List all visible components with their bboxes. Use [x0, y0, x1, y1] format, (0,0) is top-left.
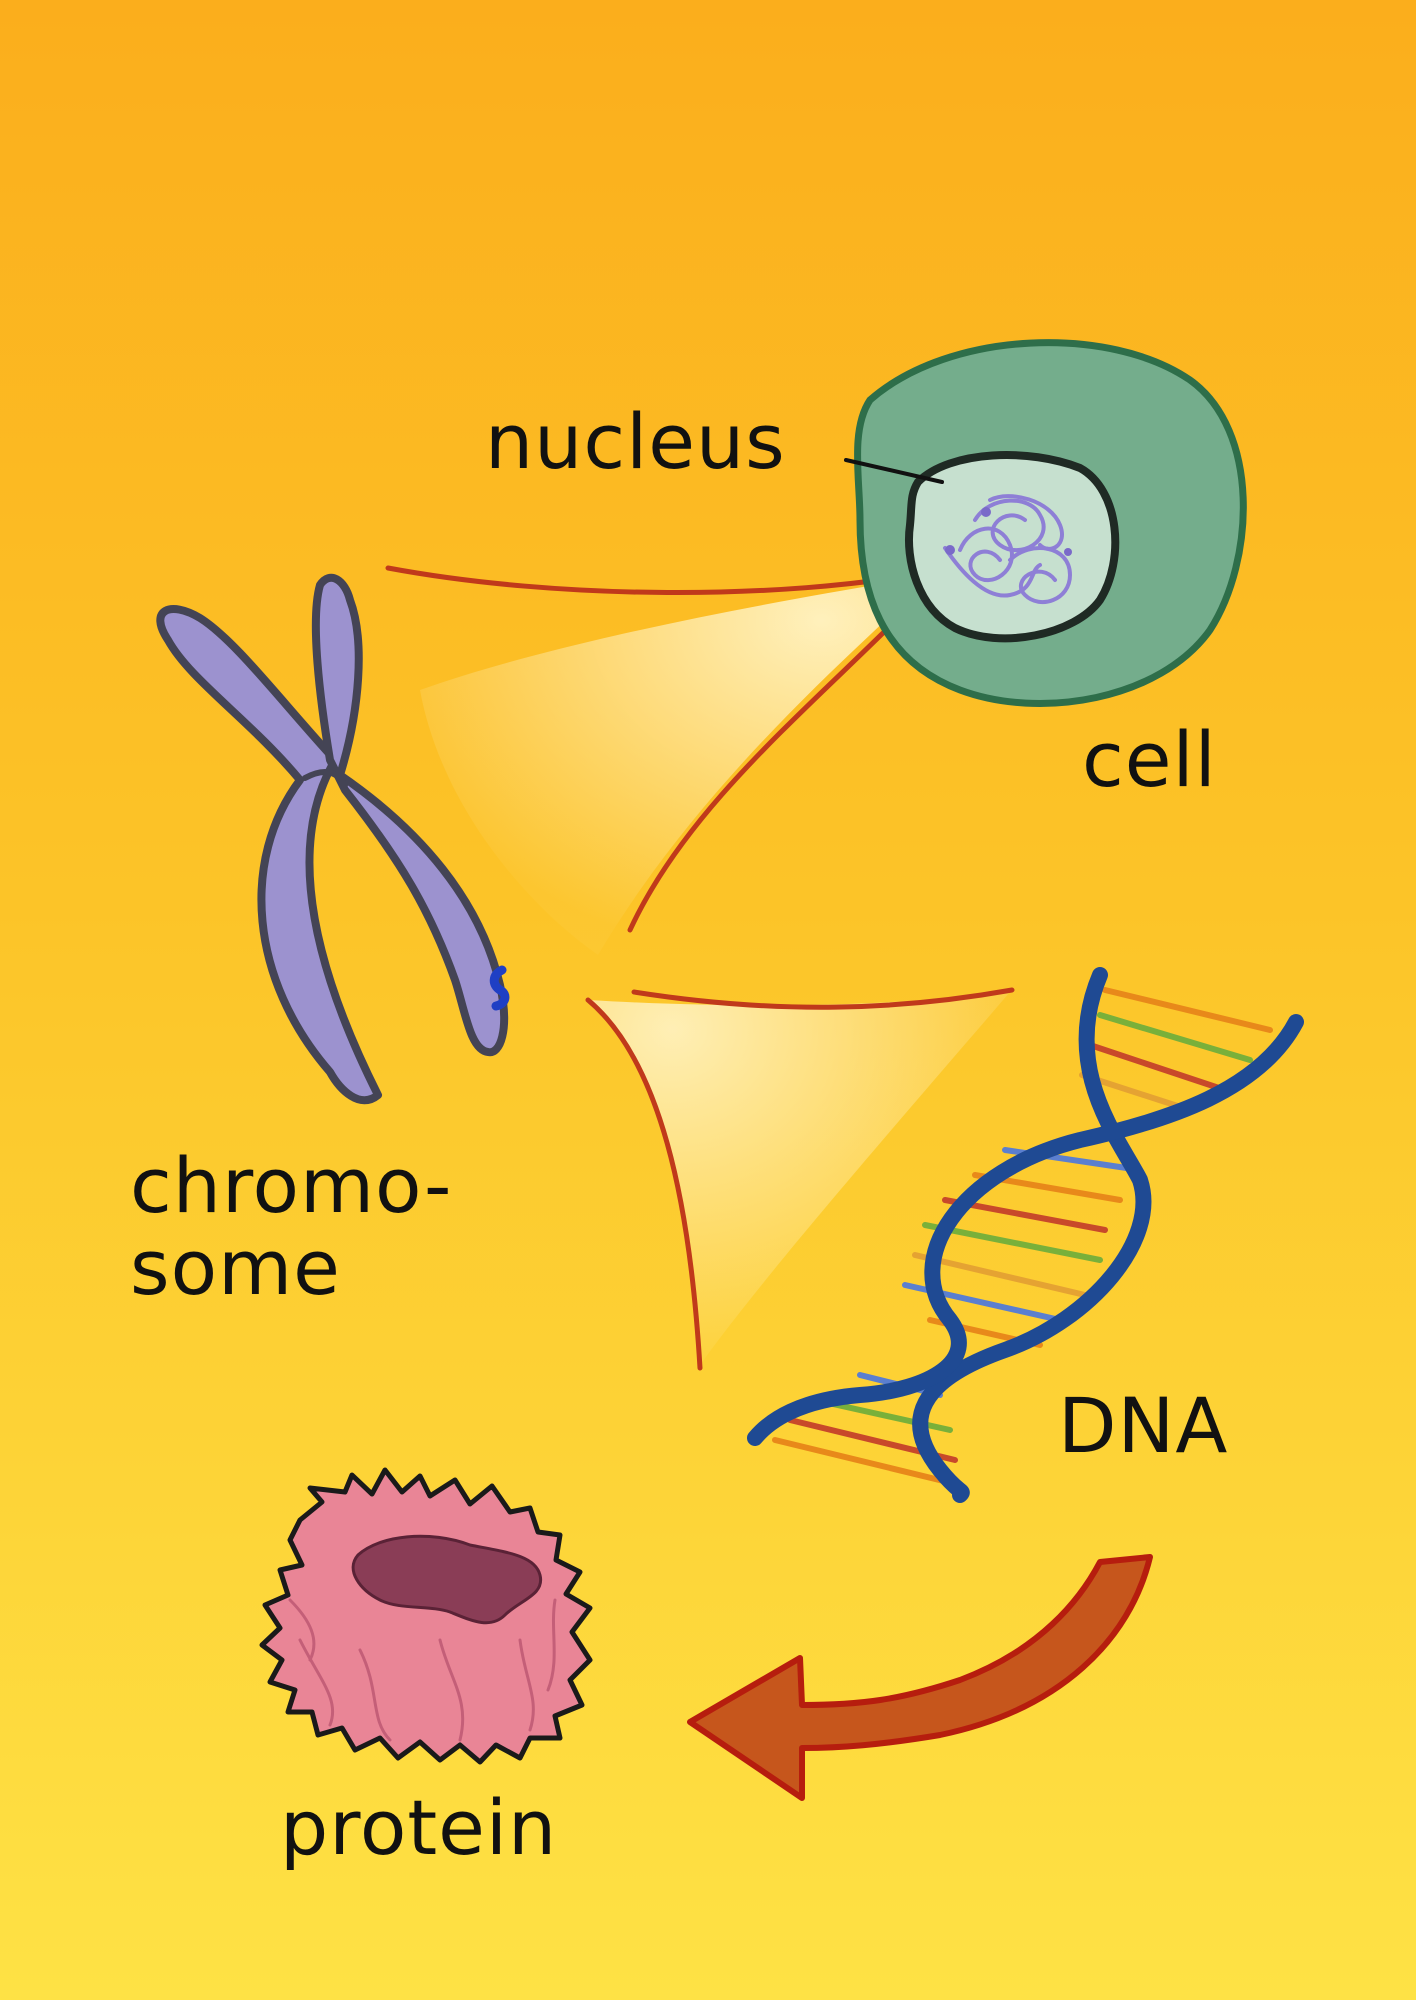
chromatin [943, 494, 1073, 605]
zoom-line-dna-upper [631, 987, 1015, 1010]
label-nucleus: nucleus [485, 397, 786, 486]
chromosome [156, 573, 510, 1105]
protein [259, 1467, 593, 1765]
label-chromosome-line2: some [130, 1223, 341, 1312]
label-chromosome-line1: chromo- [130, 1141, 453, 1230]
label-protein: protein [280, 1783, 558, 1872]
zoom-line-lower [627, 585, 931, 933]
zoom-line-upper [385, 565, 933, 595]
label-dna: DNA [1058, 1381, 1229, 1470]
protein-texture [288, 1598, 557, 1742]
chromatid-right [311, 573, 509, 1057]
cell [844, 339, 1247, 707]
chromatid-left [156, 605, 382, 1105]
dna-strand-2 [747, 1014, 1304, 1446]
gene-marker [489, 965, 510, 1011]
protein-blob [259, 1467, 593, 1765]
label-cell: cell [1082, 715, 1217, 804]
zoom-cone-nucleus [420, 575, 935, 955]
dna-strand-1 [912, 967, 1152, 1503]
protein-pocket [351, 1534, 543, 1625]
centromere-fold [302, 769, 348, 788]
nucleus-pointer-line [844, 458, 944, 484]
dna-helix [747, 967, 1304, 1503]
arrow-dna-to-protein [687, 1554, 1153, 1801]
zoom-line-dna-lower [585, 997, 703, 1371]
